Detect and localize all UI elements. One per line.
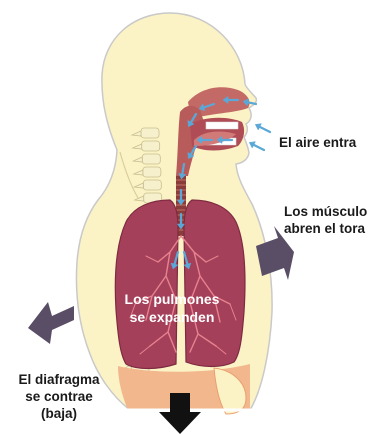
upper-teeth (206, 122, 238, 129)
vertebra (142, 141, 160, 151)
vertebra (143, 180, 161, 190)
air-enters-label: El aire entra (279, 134, 356, 151)
diaphragm-label-line-3: (baja) (6, 405, 112, 422)
air-flow-arrow-icon (255, 124, 270, 132)
vertebra (143, 167, 161, 177)
diaphragm-label-line-1: El diafragma (6, 371, 112, 388)
outward-arrow-icon (28, 302, 74, 344)
diaphragm-label-line-2: se contrae (6, 388, 112, 405)
right-lung (115, 200, 178, 369)
muscles-label-line-2: abren el tora (284, 220, 367, 237)
vertebra (141, 128, 159, 138)
diaphragm-label: El diafragma se contrae (baja) (6, 371, 112, 422)
vertebra (142, 154, 160, 164)
muscles-label: Los músculo abren el tora (284, 203, 367, 237)
lungs-label: Los pulmones se expanden (112, 290, 232, 326)
left-lung (184, 200, 245, 367)
lungs-label-line-2: se expanden (112, 308, 232, 326)
lungs-label-line-1: Los pulmones (112, 290, 232, 308)
muscles-label-line-1: Los músculo (284, 203, 367, 220)
air-flow-arrow-icon (249, 142, 264, 150)
